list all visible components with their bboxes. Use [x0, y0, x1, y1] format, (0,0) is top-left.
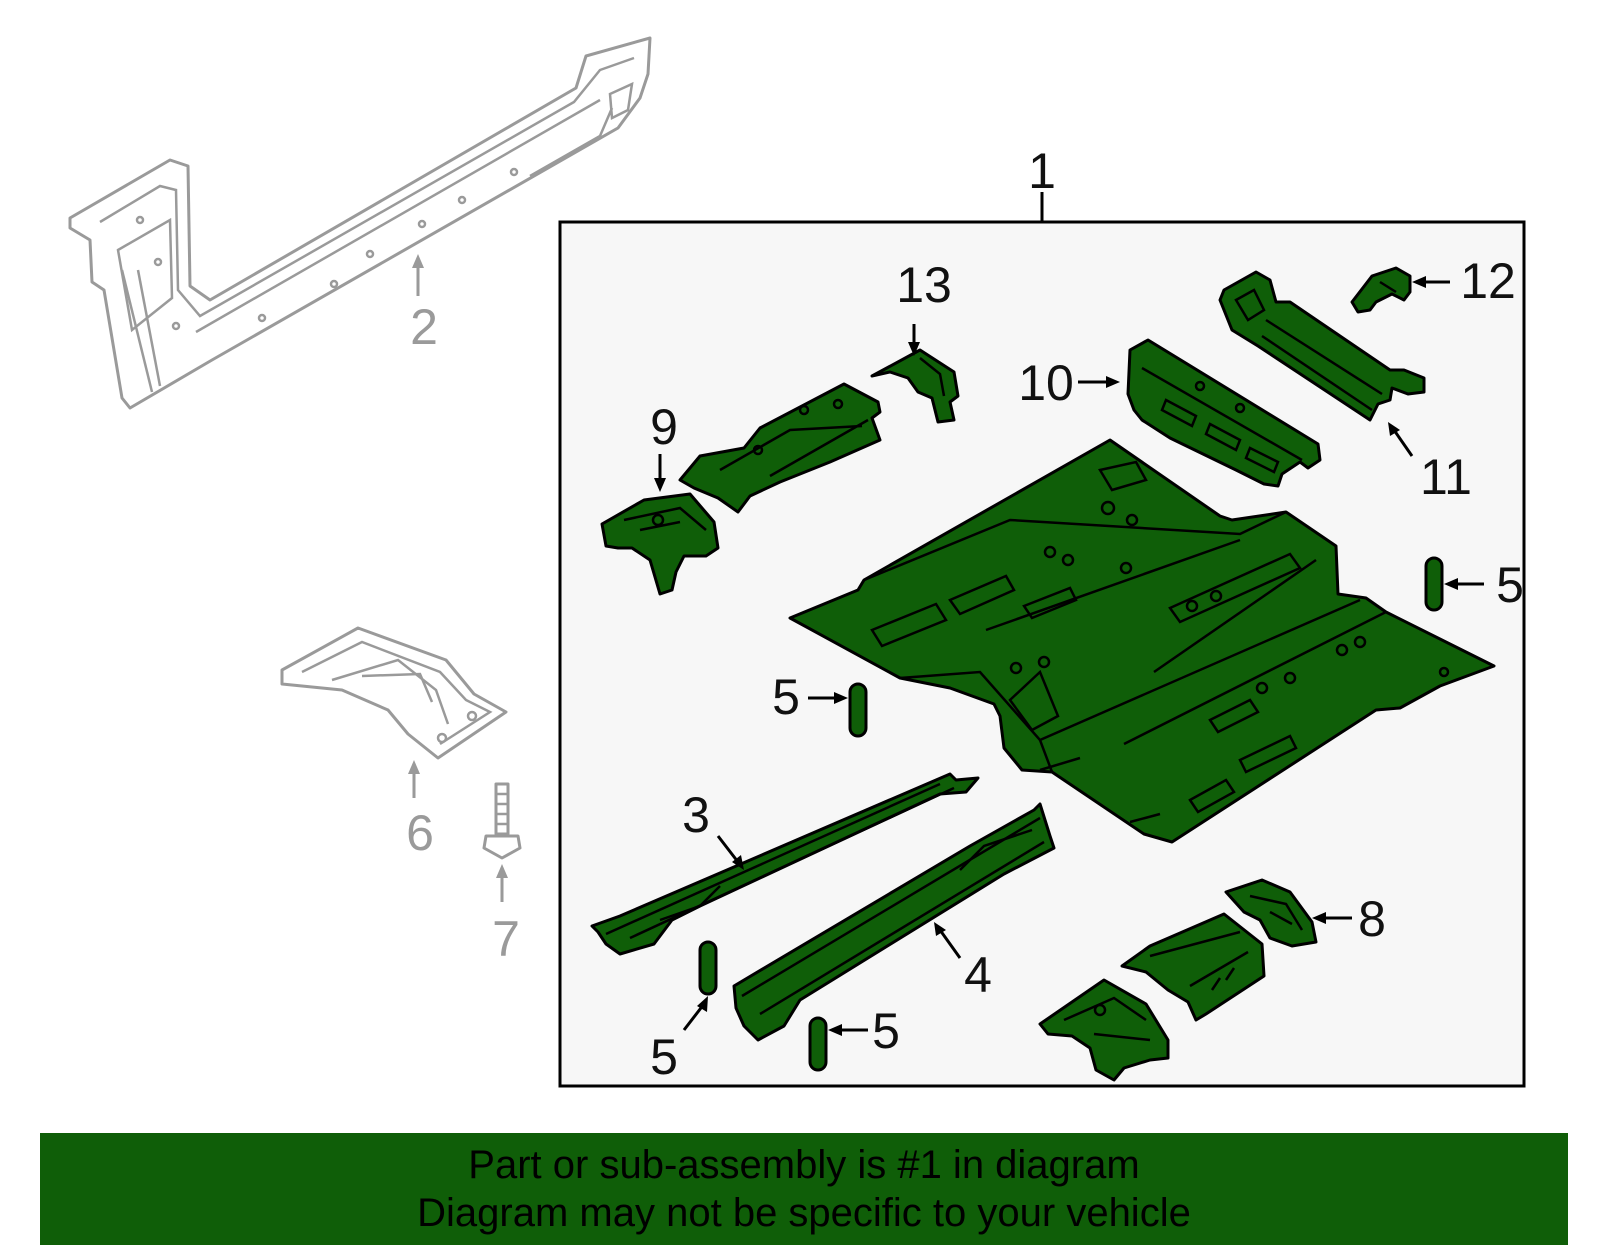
leader-11 — [1392, 429, 1414, 457]
callout-1: 1 — [1028, 143, 1056, 199]
callout-7: 7 — [492, 911, 520, 967]
footer-line-2: Diagram may not be specific to your vehi… — [417, 1191, 1191, 1235]
callout-5-lower-center: 5 — [872, 1003, 900, 1059]
arrow-11 — [1388, 422, 1400, 436]
part-5-pin-right — [1424, 556, 1444, 612]
footer-banner: Part or sub-assembly is #1 in diagram Di… — [40, 1133, 1568, 1245]
callout-13: 13 — [896, 257, 952, 313]
part-4-rail — [732, 802, 1056, 1042]
callout-8: 8 — [1358, 891, 1386, 947]
arrow-13 — [908, 342, 920, 356]
part-5-pin-lower-center — [808, 1016, 828, 1072]
callout-12: 12 — [1460, 253, 1516, 309]
arrow-5-lower-center — [828, 1024, 842, 1036]
part-8-bracket — [1224, 878, 1318, 948]
arrow-4 — [934, 922, 946, 936]
part-5-pin-lower-left — [698, 940, 718, 996]
part-rear-floor-piece — [1120, 912, 1266, 1022]
leader-3 — [716, 835, 740, 863]
arrow-7 — [496, 864, 508, 878]
part-11-rear-crossmember — [1218, 270, 1426, 422]
footer-line-1: Part or sub-assembly is #1 in diagram — [468, 1143, 1140, 1187]
part-10-crossmember — [1126, 338, 1322, 488]
callout-5-lower-left: 5 — [650, 1029, 678, 1085]
part-2-side-panel — [68, 36, 652, 410]
arrow-8 — [1312, 912, 1326, 924]
arrow-5-center — [834, 692, 848, 704]
arrow-3 — [732, 855, 744, 870]
arrow-9 — [654, 478, 666, 492]
part-3-rail — [590, 772, 980, 956]
part-12-small-bracket — [1350, 266, 1412, 314]
arrow-6 — [408, 760, 420, 774]
leader-5-lower-left — [682, 1003, 706, 1031]
leader-4 — [938, 929, 962, 959]
part-5-pin-center — [848, 682, 868, 738]
arrow-5-lower-left — [697, 996, 708, 1012]
part-7-bolt — [482, 782, 522, 860]
callout-11: 11 — [1420, 449, 1472, 505]
arrow-12 — [1412, 276, 1426, 288]
arrow-5-right — [1444, 578, 1458, 590]
callout-3: 3 — [682, 787, 710, 843]
callout-6: 6 — [406, 805, 434, 861]
part-lower-seat-bracket — [1038, 978, 1170, 1082]
arrow-10 — [1106, 376, 1120, 388]
callout-9: 9 — [650, 399, 678, 455]
callout-5-right: 5 — [1496, 557, 1524, 613]
part-6-bracket — [280, 626, 508, 760]
callout-10: 10 — [1018, 355, 1074, 411]
part-13-bracket — [870, 348, 960, 424]
arrow-2 — [412, 254, 424, 268]
callout-5-center: 5 — [772, 669, 800, 725]
callout-4: 4 — [964, 947, 992, 1003]
part-floor-section-upper — [678, 382, 882, 514]
callout-2: 2 — [410, 299, 438, 355]
part-1-floor-pan — [788, 438, 1496, 844]
part-9-seat-bracket — [600, 492, 720, 596]
